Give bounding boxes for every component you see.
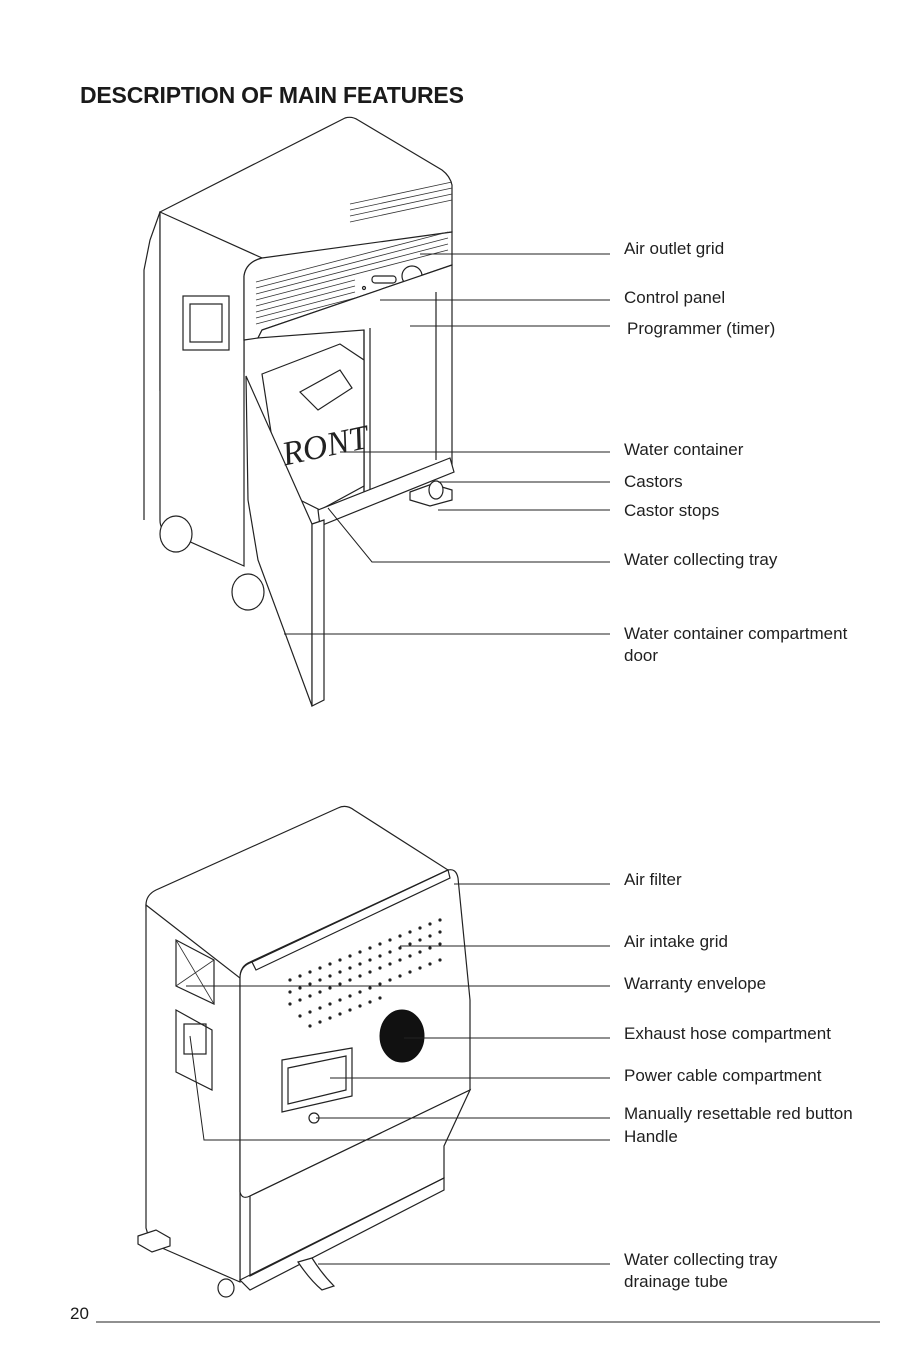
label-water-container: Water container — [624, 440, 744, 459]
label-water-collecting-tray: Water collecting tray — [624, 550, 778, 569]
label-air-outlet-grid: Air outlet grid — [624, 239, 725, 258]
label-warranty-envelope: Warranty envelope — [624, 974, 767, 993]
exhaust-hose-compartment — [379, 1009, 425, 1063]
air-intake-grid-dots — [288, 918, 442, 1028]
label-drainage-tray: Water collecting tray — [624, 1250, 778, 1269]
label-programmer-timer: Programmer (timer) — [627, 319, 776, 338]
label-water-container-compartment: Water container compartment — [624, 624, 848, 643]
label-exhaust-hose-compartment: Exhaust hose compartment — [624, 1024, 831, 1043]
front-leader-lines — [284, 253, 610, 635]
label-handle: Handle — [624, 1127, 678, 1146]
page-title: DESCRIPTION OF MAIN FEATURES — [80, 82, 464, 108]
front-unit-drawing: RONT — [143, 116, 455, 707]
rear-unit-drawing — [137, 805, 472, 1298]
label-air-filter: Air filter — [624, 870, 682, 889]
label-door: door — [624, 646, 659, 665]
label-air-intake-grid: Air intake grid — [624, 932, 728, 951]
label-red-button: Manually resettable red button — [624, 1104, 853, 1123]
label-castor-stops: Castor stops — [624, 501, 720, 520]
label-castors: Castors — [624, 472, 683, 491]
rear-leader-lines — [186, 883, 610, 1265]
label-control-panel: Control panel — [624, 288, 726, 307]
page-number: 20 — [70, 1304, 89, 1323]
label-power-cable-compartment: Power cable compartment — [624, 1066, 822, 1085]
label-drainage-tube: drainage tube — [624, 1272, 728, 1291]
